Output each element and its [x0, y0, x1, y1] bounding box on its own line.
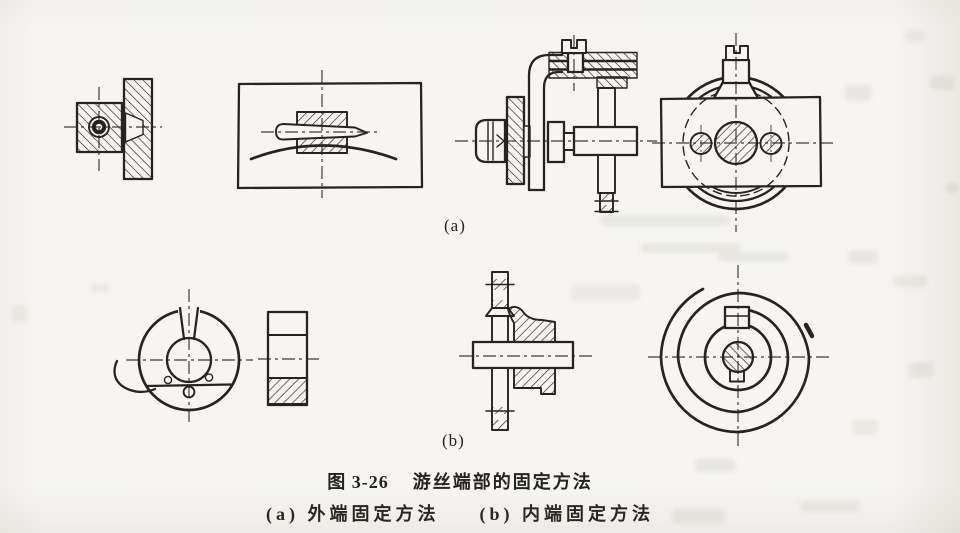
collet-keyway [729, 370, 745, 383]
subfigure-label-a: (a) [444, 216, 466, 235]
side-view-section [267, 377, 308, 405]
tapered-stud-hole [124, 112, 144, 143]
staff-hatch [492, 420, 508, 430]
figure-caption: 图 3-26 游丝端部的固定方法 (a) 外端固定方法 (b) 内端固定方法 [0, 468, 920, 526]
pin-hole-left [163, 375, 173, 385]
collet-slot [178, 306, 200, 341]
spiral-attachment-mark [803, 322, 815, 339]
figure-caption-legend: (a) 外端固定方法 (b) 内端固定方法 [0, 500, 920, 526]
pivot-hatch [600, 205, 613, 212]
collet-lower-section [513, 367, 556, 395]
pin-hole-right [204, 373, 214, 382]
fig-b-hairspring-spiral-view [648, 265, 831, 447]
staff-hatch [492, 300, 508, 308]
collet-upper-section [507, 305, 556, 343]
fig-b-staff-collet-section [459, 271, 594, 431]
balance-staff-lower [597, 154, 616, 194]
hairspring-tail [113, 359, 157, 393]
inner-end-stud [723, 305, 751, 330]
screw-shank [566, 51, 585, 74]
figure-title: 游丝端部的固定方法 [412, 472, 593, 492]
plate-outline [236, 81, 424, 190]
subfigure-label-b: (b) [442, 431, 465, 450]
pivot-hatch [600, 193, 613, 200]
pivot-ticks [594, 200, 619, 213]
knurled-bar-row [548, 60, 638, 70]
legend-b: (b) 内端固定方法 [479, 504, 654, 524]
hairspring-spiral [659, 287, 811, 434]
hairspring-curve [249, 144, 398, 161]
fig-a-pin-in-plate-section [236, 70, 424, 198]
collar [546, 120, 566, 164]
arbor-cylinder [471, 340, 575, 370]
fig-a-outer-end-assembly [455, 35, 657, 213]
fig-a-balance-cock-front-view [652, 33, 834, 232]
legend-a: (a) 外端固定方法 [266, 504, 440, 524]
top-screw-cap [561, 39, 587, 54]
figure-number: 图 3-26 [327, 472, 389, 492]
knurled-bar-row [548, 51, 638, 62]
fig-b-collet-front-view [113, 289, 322, 424]
balance-staff-upper [597, 87, 616, 129]
knurled-bar-row [548, 69, 638, 79]
stud-slotted-cap [725, 45, 749, 61]
fig-a-stud-block-section [64, 77, 162, 181]
figure-caption-title: 图 3-26 游丝端部的固定方法 [0, 468, 920, 494]
